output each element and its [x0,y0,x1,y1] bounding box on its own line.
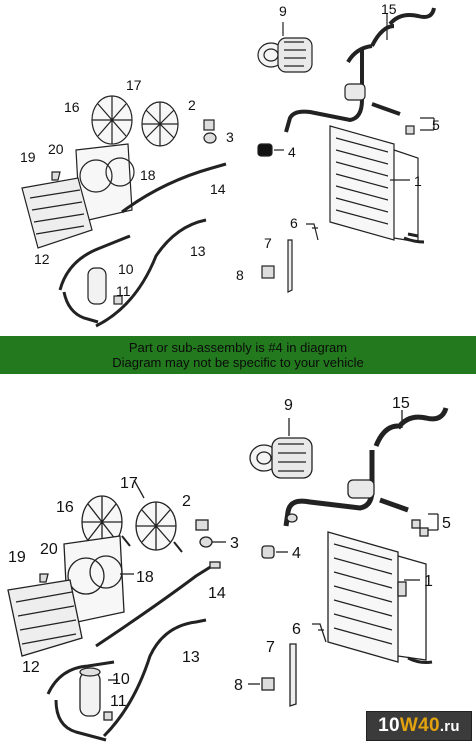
assembly-notice-banner: Part or sub-assembly is #4 in diagram Di… [0,336,476,374]
callout-19: 19 [8,549,26,566]
callout-18: 18 [140,167,156,183]
callout-20: 20 [40,541,58,558]
callout-13: 13 [190,243,206,259]
callout-9: 9 [279,3,287,19]
callout-4: 4 [288,144,296,160]
callout-11: 11 [116,283,131,299]
callout-12: 12 [34,251,50,267]
callout-1: 1 [424,573,433,590]
hose-assembly-drawing [283,407,449,527]
callout-15: 15 [392,395,410,412]
liquid-tube-drawing [379,497,409,513]
parts-diagram-small-svg: 9 15 5 4 1 6 7 8 17 16 2 3 20 19 18 14 1… [20,1,440,328]
callout-8: 8 [234,677,243,694]
callout-12: 12 [22,659,40,676]
callout-2: 2 [188,97,196,113]
site-watermark-logo: 10 W40 .ru [366,711,472,741]
callout-5: 5 [432,117,440,133]
callout-7: 7 [264,235,272,251]
callout-11: 11 [110,693,127,710]
fastener-drawing [195,519,209,531]
callout-14: 14 [210,181,226,197]
callout-16: 16 [64,99,80,115]
banner-line-2: Diagram may not be specific to your vehi… [112,355,364,370]
hose-assembly-drawing [346,7,436,64]
suction-line-drawing [95,218,207,328]
discharge-line-drawing [121,162,227,214]
condenser-drawing [327,531,433,664]
watermark-part-c: .ru [439,717,460,735]
callout-3: 3 [226,129,234,145]
callout-17: 17 [120,475,138,492]
callout-15: 15 [381,1,397,17]
watermark-part-a: 10 [378,715,400,736]
callout-19: 19 [20,149,36,165]
pressure-line-drawing [46,660,115,695]
callout-6: 6 [290,215,298,231]
callout-6: 6 [292,621,301,638]
banner-line-1: Part or sub-assembly is #4 in diagram [128,340,348,355]
callout-1: 1 [414,173,422,189]
bracket-drawing [312,623,327,643]
callout-5: 5 [442,515,451,532]
fan-17-drawing [135,501,183,553]
receiver-part-highlighted [257,143,273,157]
callout-14: 14 [208,585,226,602]
air-guide-drawing [7,579,83,657]
callout-4: 4 [292,545,301,562]
drier-drawing [79,667,101,717]
callout-17: 17 [126,77,142,93]
callout-20: 20 [48,141,64,157]
discharge-line-drawing [95,564,213,648]
seal-strip-drawing [289,643,297,707]
watermark-part-b: W40 [399,715,440,736]
callout-3: 3 [230,535,239,552]
callout-16: 16 [56,499,74,516]
callout-13: 13 [182,649,200,666]
parts-diagram-small: 9 15 5 4 1 6 7 8 17 16 2 3 20 19 18 14 1… [0,0,476,336]
parts-diagram-large-svg: 9 15 5 4 1 6 7 8 17 16 2 3 20 19 18 14 1… [7,395,451,742]
suction-line-drawing [102,618,207,738]
compressor-drawing [257,37,313,73]
receiver-part [261,545,275,559]
callout-10: 10 [118,261,134,277]
drier-drawing [87,267,107,305]
clip-drawing [261,677,275,691]
grommet-drawing [199,536,213,548]
parts-diagram-large: 9 15 5 4 1 6 7 8 17 16 2 3 20 19 18 14 1… [0,376,476,744]
condenser-drawing [329,125,425,244]
air-guide-drawing [21,177,93,249]
callout-2: 2 [182,493,191,510]
callout-8: 8 [236,267,244,283]
callout-7: 7 [266,639,275,656]
callout-9: 9 [284,397,293,414]
callout-10: 10 [112,671,130,688]
callout-18: 18 [136,569,154,586]
leader-17 [133,479,145,499]
compressor-drawing [249,437,313,479]
